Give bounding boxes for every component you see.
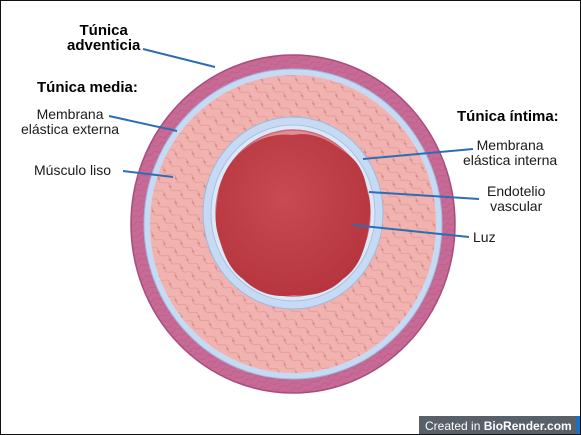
biorender-badge: bio [576,416,581,435]
label-luz: Luz [473,230,496,245]
credit-prefix: Created in [425,419,484,433]
lumen [216,134,370,296]
label-tunica-adventicia-line2: adventicia [67,38,140,53]
heading-tunica-media: Túnica media: [37,80,138,95]
label-endotelio-line2: vascular [487,199,545,214]
label-endotelio-vascular: Endotelio vascular [487,184,545,214]
label-tunica-adventicia: Túnica adventicia [67,23,140,53]
leader-adventicia [143,49,215,67]
label-endotelio-line1: Endotelio [487,184,545,199]
label-membrana-elastica-interna: Membrana elástica interna [463,138,557,168]
biorender-credit[interactable]: Created in BioRender.com bio [419,416,581,435]
label-membrana-externa-line1: Membrana [21,107,119,122]
label-membrana-interna-line2: elástica interna [463,153,557,168]
credit-brand: BioRender.com [484,419,572,433]
label-musculo-liso: Músculo liso [34,163,111,178]
label-tunica-adventicia-line1: Túnica [67,23,140,38]
label-membrana-elastica-externa: Membrana elástica externa [21,107,119,137]
label-membrana-externa-line2: elástica externa [21,122,119,137]
heading-tunica-intima: Túnica íntima: [457,109,559,124]
label-membrana-interna-line1: Membrana [463,138,557,153]
